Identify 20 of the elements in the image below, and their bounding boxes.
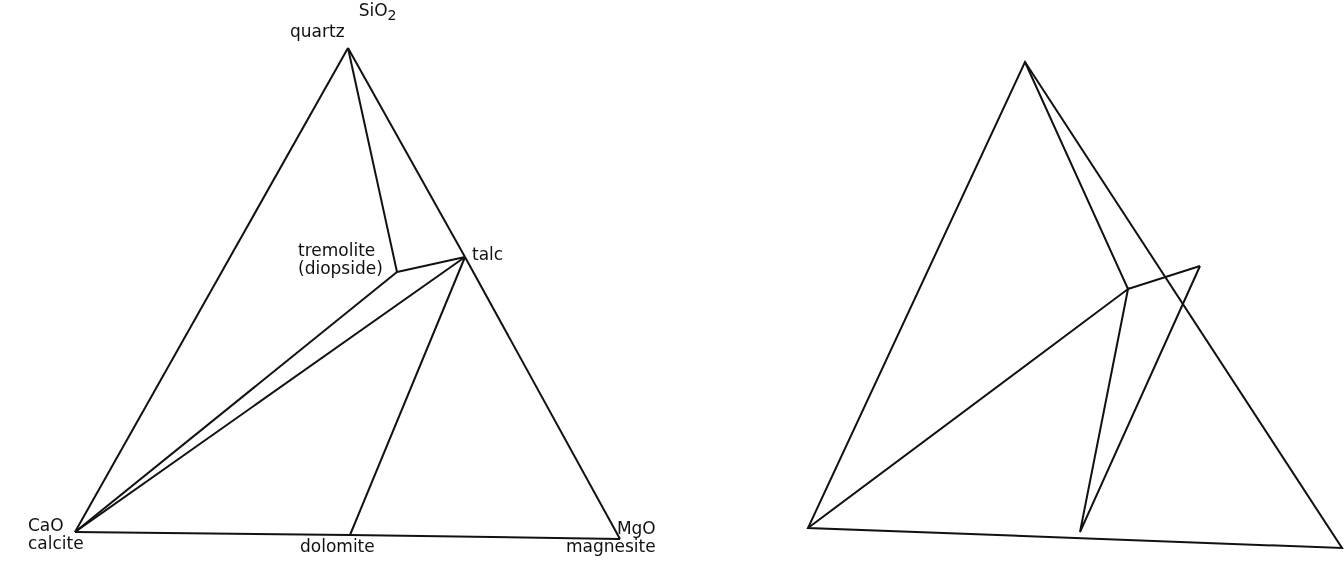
tie-line	[464, 256, 621, 540]
formula-label: tremolite	[298, 242, 376, 260]
tie-line	[349, 256, 466, 536]
mineral-label: calcite	[28, 534, 84, 553]
tie-line	[74, 47, 349, 533]
tie-line	[347, 47, 466, 258]
formula-label: SiO$_{2}$	[358, 2, 397, 24]
tie-line	[74, 256, 466, 533]
formula-label: dolomite	[300, 538, 375, 556]
mineral-label: (diopside)	[298, 259, 383, 278]
formula-label: MgO	[616, 520, 656, 538]
tie-line	[74, 531, 351, 536]
tie-line	[74, 271, 398, 533]
formula-label: CaO	[28, 517, 64, 535]
tie-line	[347, 47, 398, 273]
mineral-label: magnesite	[566, 537, 656, 556]
tie-line	[349, 534, 621, 540]
mineral-label: quartz	[290, 23, 345, 42]
formula-label: talc	[472, 246, 504, 264]
tie-line	[396, 256, 466, 273]
